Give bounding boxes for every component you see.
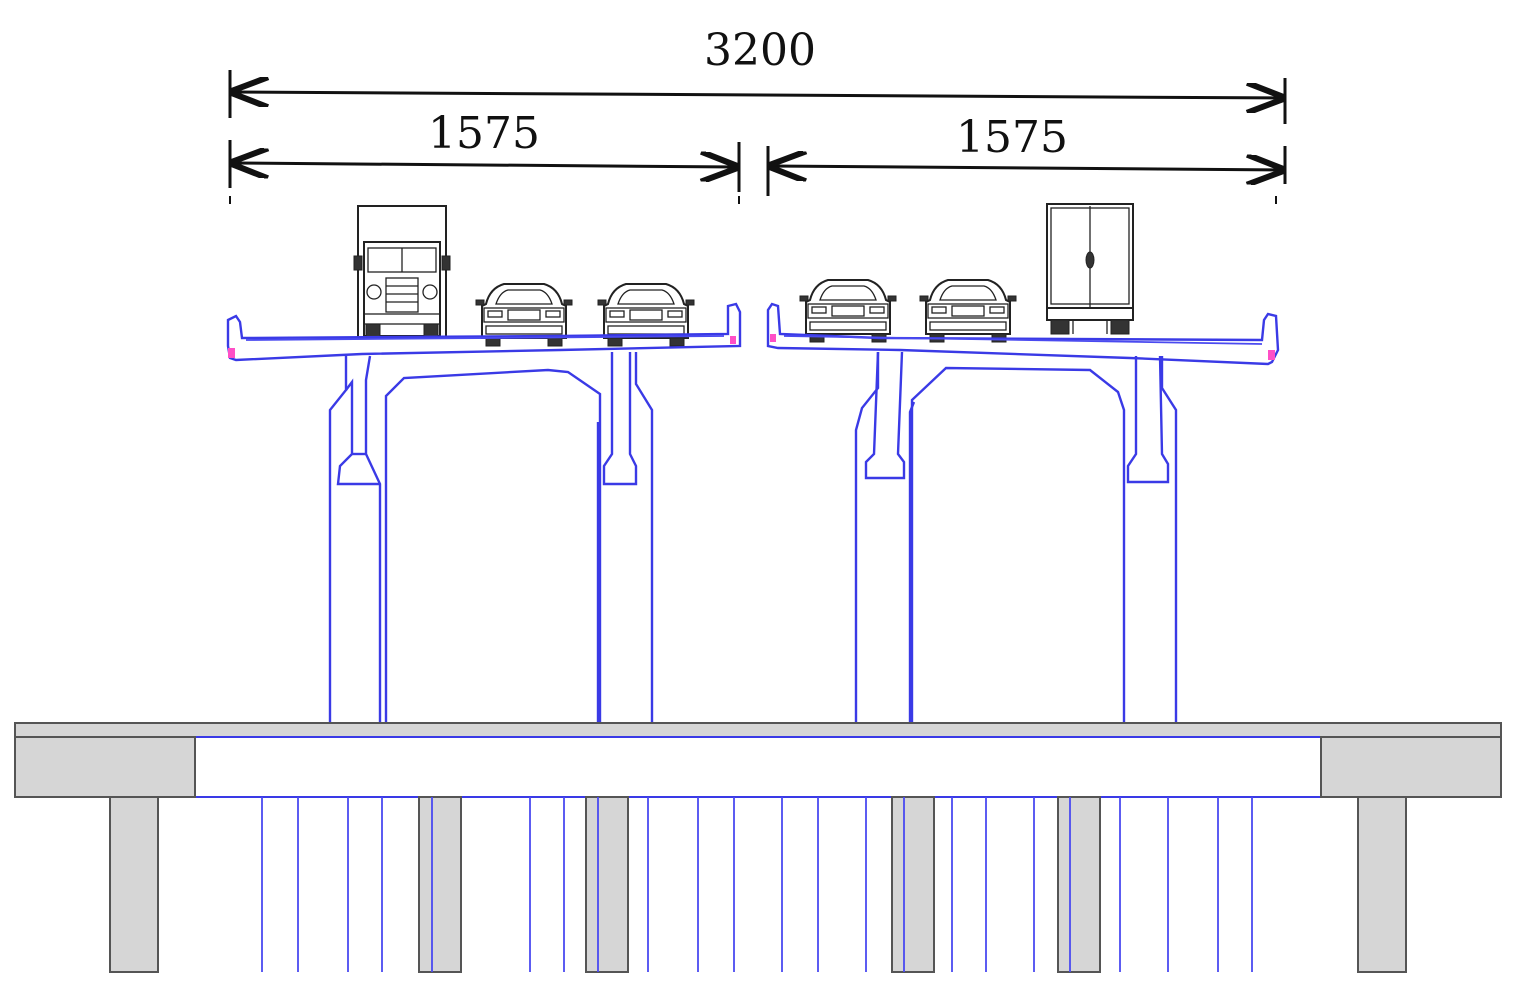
car-front-icon bbox=[919, 279, 1017, 343]
abutment-right bbox=[1320, 736, 1502, 798]
dimension-total-label: 3200 bbox=[704, 25, 816, 76]
truck-front-icon bbox=[353, 205, 451, 339]
car-front-icon bbox=[799, 279, 897, 343]
gray-piles bbox=[109, 796, 1407, 973]
dimension-right-span: 1575 bbox=[766, 112, 1287, 196]
truck-rear-icon bbox=[1046, 203, 1134, 335]
left-deck bbox=[226, 302, 742, 362]
left-bridge-structure bbox=[226, 302, 742, 738]
pile-cap-body bbox=[14, 736, 1502, 798]
right-pier-right bbox=[1126, 355, 1170, 484]
pile-cap bbox=[14, 722, 1502, 798]
right-deck bbox=[766, 302, 1280, 366]
blue-pile-lines bbox=[261, 797, 1253, 972]
dimension-left-span: 1575 bbox=[228, 108, 741, 192]
right-bridge-structure bbox=[766, 302, 1280, 738]
dimension-right-label: 1575 bbox=[956, 112, 1068, 163]
right-inner-box bbox=[910, 366, 1126, 738]
dimension-total: 3200 bbox=[228, 25, 1287, 124]
dimension-left-label: 1575 bbox=[428, 108, 540, 159]
left-inner-box bbox=[384, 368, 602, 738]
left-pier-left bbox=[328, 356, 348, 738]
abutment-left bbox=[14, 736, 196, 798]
left-pier-right bbox=[602, 352, 638, 486]
pile-cap-top-band bbox=[14, 722, 1502, 738]
